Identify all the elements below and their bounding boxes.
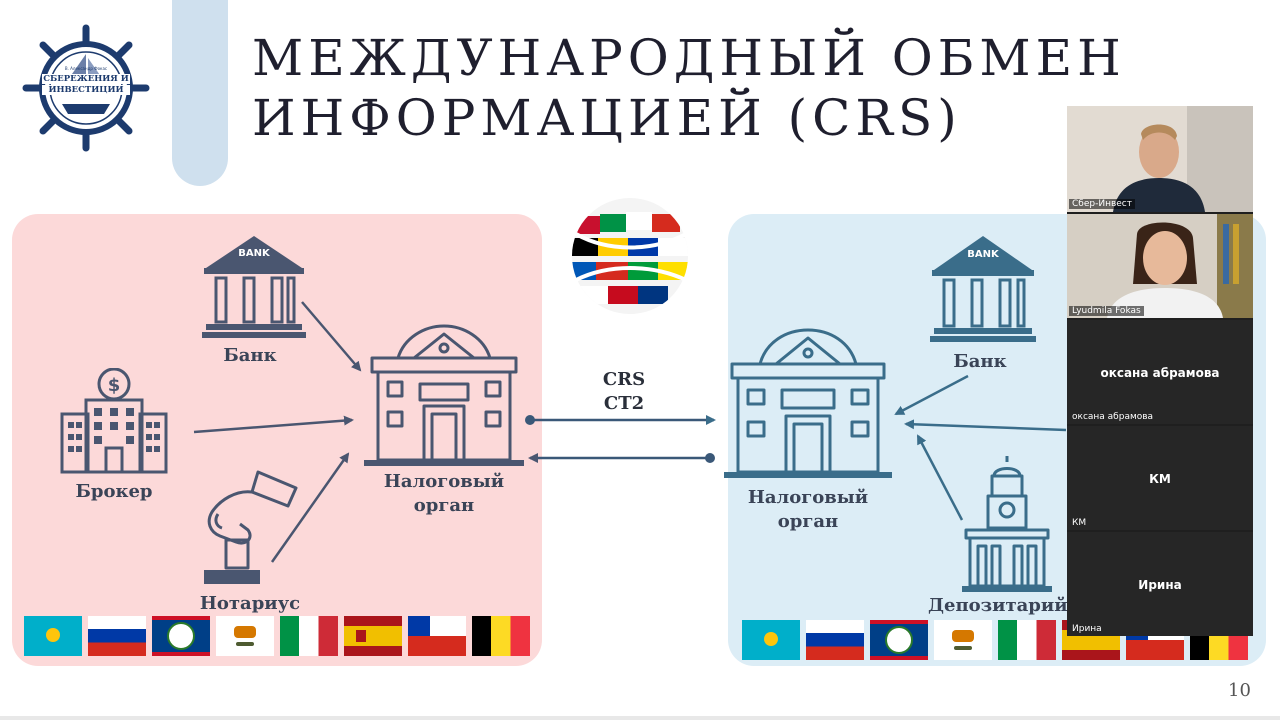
cyprus-flag-icon: [216, 616, 274, 656]
left-bank-label: Банк: [223, 345, 277, 366]
notary-label: Нотариус: [199, 593, 301, 614]
title-accent-bar: [172, 0, 228, 186]
video-participants-panel: Сбер-Инвест Lyudmila Fokas оксана абрамо…: [1067, 106, 1253, 636]
belize-flag-icon: [152, 616, 210, 656]
crs-label-line2: СТ2: [603, 393, 645, 414]
svg-text:$: $: [108, 375, 121, 396]
left-flags-row: [24, 616, 536, 656]
spain-flag-icon: [344, 616, 402, 656]
participant-caption: Lyudmila Fokas: [1069, 306, 1144, 316]
participant-tile-irina[interactable]: Ирина Ирина: [1067, 532, 1253, 636]
participant-tile-lyudmila-fokas[interactable]: Lyudmila Fokas: [1067, 214, 1253, 318]
participant-caption: оксана абрамова: [1072, 412, 1154, 422]
right-tax-label-line2: орган: [777, 511, 839, 532]
participant-video-icon: [1067, 214, 1253, 318]
participant-caption: Сбер-Инвест: [1069, 199, 1135, 209]
participant-tile-oksana[interactable]: оксана абрамова оксана абрамова: [1067, 320, 1253, 424]
belize-flag-icon: [870, 620, 928, 660]
left-tax-label-line1: Налоговый: [383, 471, 505, 492]
participant-tile-km[interactable]: КМ КМ: [1067, 426, 1253, 530]
right-bank-label: Банк: [953, 351, 1007, 372]
bottom-strip: [0, 716, 1280, 720]
left-tax-label: Налоговый орган: [364, 470, 524, 518]
title-line1: МЕЖДУНАРОДНЫЙ ОБМЕН: [252, 29, 1126, 87]
kazakhstan-flag-icon: [24, 616, 82, 656]
left-bank-icon: BANK: [200, 232, 308, 340]
left-bank-sign: BANK: [238, 248, 270, 259]
participant-tile-sber-invest[interactable]: Сбер-Инвест: [1067, 106, 1253, 212]
depository-label: Депозитарий: [928, 595, 1068, 616]
italy-flag-icon: [998, 620, 1056, 660]
notary-to-tax-arrow: [270, 452, 350, 563]
participant-name: Ирина: [1138, 578, 1182, 592]
belgium-flag-icon: [472, 616, 530, 656]
participant-name: оксана абрамова: [1100, 366, 1220, 380]
participant-caption: Ирина: [1072, 624, 1102, 634]
depository-building-icon: [962, 454, 1052, 592]
left-tax-authority-building-icon: [364, 322, 524, 468]
crs-exchange-label: CRS СТ2: [586, 368, 662, 416]
title-line2: ИНФОРМАЦИЕЙ (CRS): [252, 89, 962, 147]
broker-building-icon: $: [60, 367, 168, 474]
russia-flag-icon: [806, 620, 864, 660]
chile-flag-icon: [408, 616, 466, 656]
kazakhstan-flag-icon: [742, 620, 800, 660]
right-bank-icon: BANK: [928, 232, 1038, 344]
right-tax-label: Налоговый орган: [728, 486, 888, 534]
cyprus-flag-icon: [934, 620, 992, 660]
italy-flag-icon: [280, 616, 338, 656]
logo-text-line1: СБЕРЕЖЕНИЯ И: [42, 74, 130, 84]
participant-name: КМ: [1149, 472, 1171, 486]
broker-to-tax-arrow: [193, 415, 354, 434]
left-tax-label-line2: орган: [413, 495, 475, 516]
russia-flag-icon: [88, 616, 146, 656]
slide-title: МЕЖДУНАРОДНЫЙ ОБМЕН ИНФОРМАЦИЕЙ (CRS): [252, 28, 1126, 148]
right-tax-label-line1: Налоговый: [747, 487, 869, 508]
bank-to-tax-arrow: [301, 301, 362, 372]
flags-globe-icon: [568, 194, 692, 318]
broker-label: Брокер: [75, 481, 153, 502]
depository-to-tax-arrow: [916, 434, 964, 521]
slide-page-number: 10: [1228, 680, 1251, 701]
logo-small-text: В. Александр Фокас: [64, 66, 108, 71]
crs-label-line1: CRS: [602, 369, 646, 390]
right-external-to-tax-arrow: [904, 419, 1067, 432]
right-tax-authority-building-icon: [724, 326, 892, 482]
logo-text-line2: ИНВЕСТИЦИИ: [42, 85, 130, 95]
notary-stamp-hand-icon: [196, 466, 306, 590]
participant-caption: КМ: [1072, 518, 1087, 528]
right-bank-sign: BANK: [967, 249, 999, 260]
logo: СБЕРЕЖЕНИЯ И ИНВЕСТИЦИИ В. Александр Фок…: [22, 24, 150, 152]
participant-video-icon: [1067, 106, 1253, 212]
right-bank-to-tax-arrow: [894, 374, 969, 416]
